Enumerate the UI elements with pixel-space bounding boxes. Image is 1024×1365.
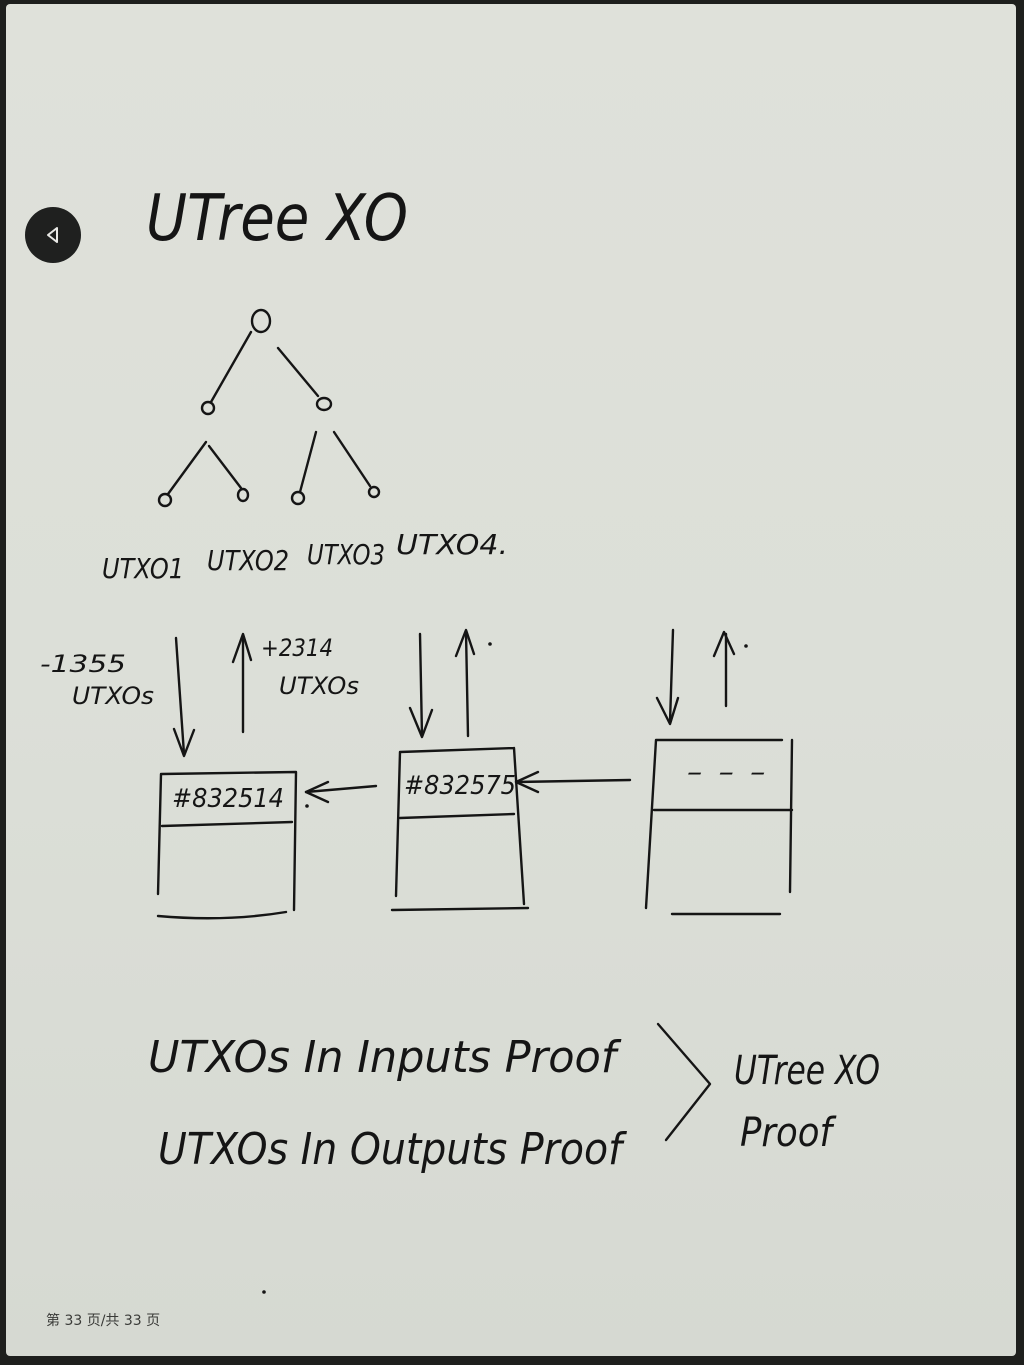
tree-inner-node [315,396,333,412]
arrow-head [304,780,330,804]
outputs-proof-text: UTXOs In Outputs Proof [158,1124,628,1175]
ink-dot [744,644,748,648]
block-io-arrows [172,628,748,758]
leaf-label: UTXO3 [307,538,385,571]
tree-root-node [250,308,272,334]
leaf-label: UTXO2 [207,544,289,577]
down-arrow [668,628,675,724]
tree-inner-node [200,400,216,416]
down-arrow [174,636,186,756]
note-title: UTree XO [146,182,408,256]
down-arrow [418,632,424,738]
added-utxo-unit: UTXOs [279,672,359,700]
tree-leaf-node [367,485,381,499]
leaf-label: UTXO4. [396,528,508,561]
tree-edge [332,430,372,488]
block-label: #832575 [404,771,516,801]
block-outline [390,746,530,912]
removed-utxo-unit: UTXOs [72,682,154,710]
inputs-proof-text: UTXOs In Inputs Proof [148,1032,622,1083]
arrow-head [514,770,540,794]
tree-leaf-node [157,492,173,508]
block-832575 [390,746,530,912]
arrow-head [231,632,253,664]
tree-leaf-node [290,490,306,506]
arrow-head [655,696,680,726]
tree-edge [276,346,320,398]
page-indicator: 第 33 页/共 33 页 [46,1313,161,1329]
block-label: #832514 [172,784,284,814]
tree-edge [298,430,318,494]
result-title: UTree XO [734,1048,880,1094]
arrow-head [408,706,434,739]
ink-dot [488,642,492,646]
arrow-head [172,727,196,758]
merge-bracket [656,1022,712,1142]
chain-arrow [304,784,378,794]
tree-edge [207,444,243,490]
block-header-divider [398,812,516,820]
removed-utxo-count: -1355 [40,650,126,678]
block-832514 [156,770,298,920]
arrow-head [454,628,476,658]
result-subtitle: Proof [740,1110,837,1156]
tree-edge [166,440,208,496]
leaf-label: UTXO1 [102,552,184,585]
added-utxo-count: +2314 [261,634,333,662]
chain-arrow [514,778,632,784]
tree-edge [209,330,253,404]
merkle-tree-diagram [157,308,381,508]
block-label: - - - [686,758,766,786]
up-arrow [464,630,470,738]
back-triangle-icon [47,227,58,243]
back-button[interactable] [25,207,81,263]
tree-leaf-node [236,487,250,503]
block-header-divider [160,820,294,828]
block-outline [644,738,794,916]
ink-dot [262,1290,266,1294]
block-future [644,738,794,916]
handwriting-canvas[interactable]: UTree XO UTXO1 UTXO2 UTXO3 UTXO4. -1355 … [6,4,1016,1356]
block-outline [156,770,298,920]
arrow-head [712,630,736,658]
note-page: UTree XO UTXO1 UTXO2 UTXO3 UTXO4. -1355 … [6,4,1016,1356]
ink-dot [305,804,309,808]
